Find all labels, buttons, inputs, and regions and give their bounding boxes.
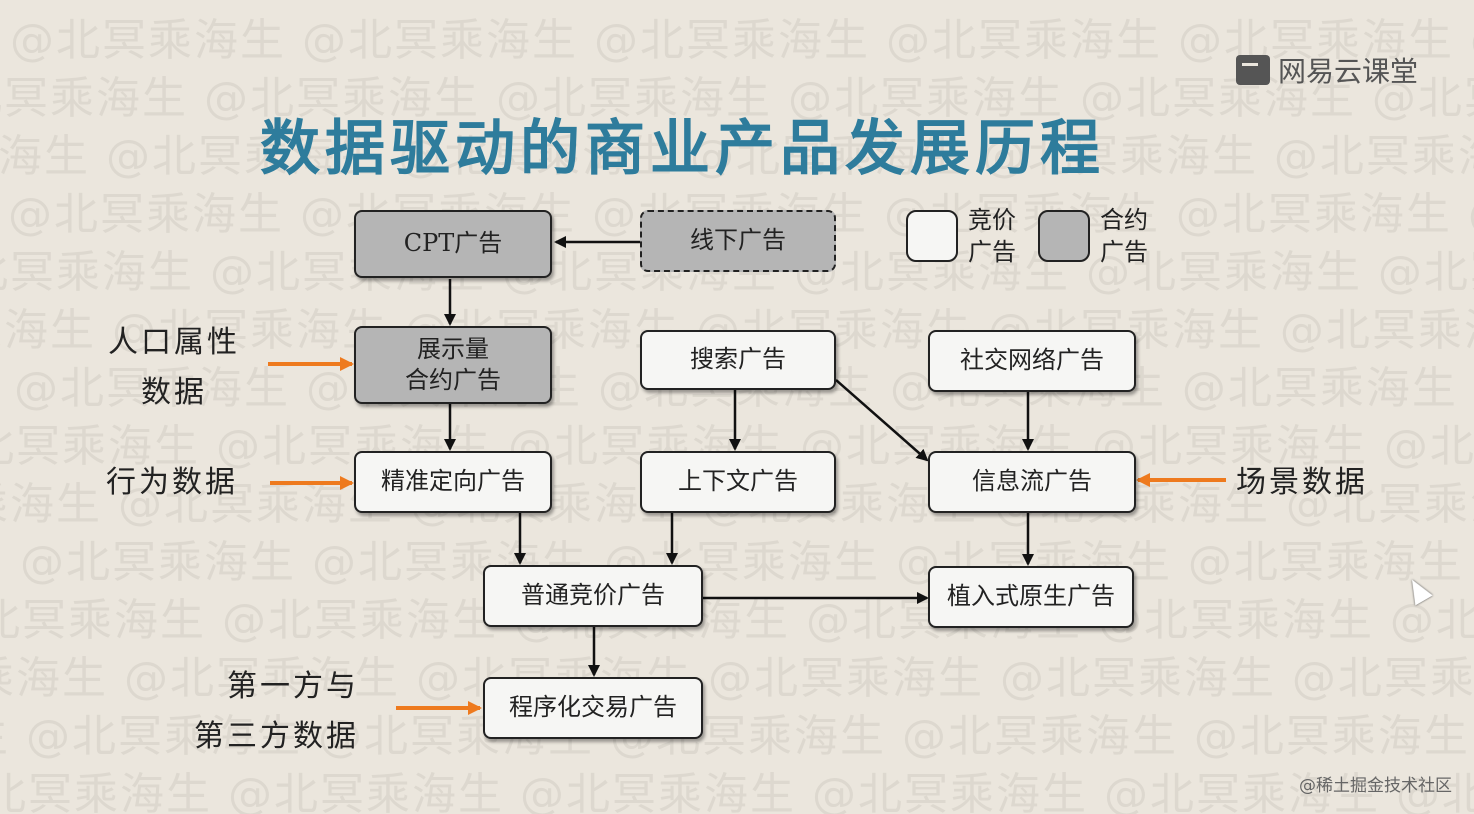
watermark-line: @北冥乘海生 @北冥乘海生 @北冥乘海生 @北冥乘海生 @北冥乘海生 @北冥乘海… bbox=[0, 131, 1474, 182]
node-generic-bidding-ad: 普通竞价广告 bbox=[483, 565, 703, 627]
legend-contract-label: 合约 广告 bbox=[1100, 206, 1148, 267]
node-impression-contract-ad: 展示量 合约广告 bbox=[354, 326, 552, 404]
legend-bidding-label: 竞价 广告 bbox=[968, 206, 1016, 267]
node-targeted-ad: 精准定向广告 bbox=[354, 451, 552, 513]
watermark-line: @北冥乘海生 @北冥乘海生 @北冥乘海生 @北冥乘海生 @北冥乘海生 @北冥乘海… bbox=[0, 769, 1474, 814]
node-social-network-ad: 社交网络广告 bbox=[928, 330, 1136, 392]
legend-contract-swatch bbox=[1038, 210, 1090, 262]
arrow-search-to-feed bbox=[835, 379, 929, 462]
watermark-line: @北冥乘海生 @北冥乘海生 @北冥乘海生 @北冥乘海生 @北冥乘海生 @北冥乘海… bbox=[0, 73, 1474, 124]
watermark-line: @北冥乘海生 @北冥乘海生 @北冥乘海生 @北冥乘海生 @北冥乘海生 @北冥乘海… bbox=[10, 15, 1474, 66]
node-offline-ad: 线下广告 bbox=[640, 210, 836, 272]
netease-logo: 网易云课堂 bbox=[1236, 50, 1418, 90]
node-contextual-ad: 上下文广告 bbox=[640, 451, 836, 513]
legend-bidding-swatch bbox=[906, 210, 958, 262]
chat-bubble-icon bbox=[1236, 55, 1270, 85]
input-behavioral-data: 行为数据 bbox=[106, 465, 238, 500]
watermark-line: @北冥乘海生 @北冥乘海生 @北冥乘海生 @北冥乘海生 @北冥乘海生 @北冥乘海… bbox=[0, 653, 1474, 704]
watermark-line: @北冥乘海生 @北冥乘海生 @北冥乘海生 @北冥乘海生 @北冥乘海生 @北冥乘海… bbox=[0, 537, 1474, 588]
watermark-line: @北冥乘海生 @北冥乘海生 @北冥乘海生 @北冥乘海生 @北冥乘海生 @北冥乘海… bbox=[0, 595, 1474, 646]
node-search-ad: 搜索广告 bbox=[640, 330, 836, 390]
logo-text: 网易云课堂 bbox=[1278, 55, 1419, 88]
node-programmatic-ad: 程序化交易广告 bbox=[483, 677, 703, 739]
input-first-third-party-data: 第一方与 第三方数据 bbox=[194, 669, 359, 754]
node-native-ad: 植入式原生广告 bbox=[928, 566, 1134, 628]
node-cpt-ad: CPT广告 bbox=[354, 210, 552, 278]
node-feed-ad: 信息流广告 bbox=[928, 451, 1136, 513]
slide-title: 数据驱动的商业产品发展历程 bbox=[260, 114, 1105, 184]
input-scene-data: 场景数据 bbox=[1236, 465, 1368, 500]
footer-watermark: @稀土掘金技术社区 bbox=[1299, 776, 1452, 796]
watermark-line: @北冥乘海生 @北冥乘海生 @北冥乘海生 @北冥乘海生 @北冥乘海生 @北冥乘海… bbox=[0, 711, 1474, 762]
input-demographic-data: 人口属性 数据 bbox=[108, 325, 240, 410]
